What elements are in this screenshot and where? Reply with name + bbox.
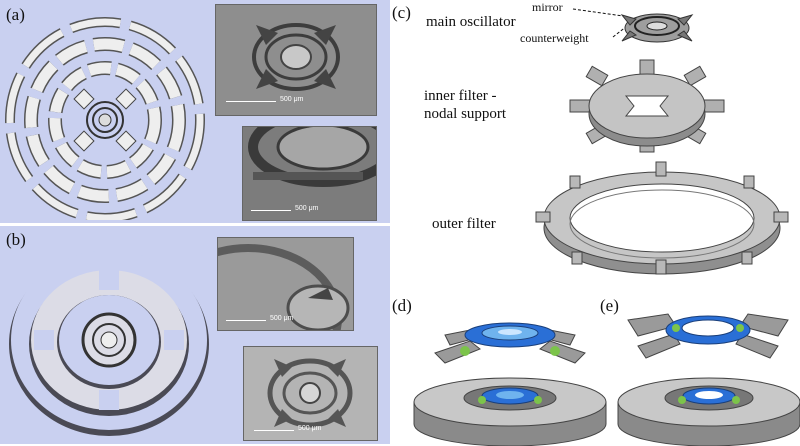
scale-label: 500 μm [280,96,304,103]
scale-bar [254,430,294,431]
main-oscillator-label: main oscillator [426,14,516,30]
scale-label: 500 μm [298,425,322,432]
scale-bar [226,101,276,102]
sem-image-a-bottom: 500 μm [242,126,377,221]
panel-d-label: (d) [392,296,412,315]
panel-a-label: (a) [6,5,25,24]
sem-image-b-bottom: 500 μm [243,346,378,441]
scale-label: 500 μm [270,315,294,322]
inner-filter-label-line1: inner filter - [424,88,497,104]
panel-e-mode-shape-full-device [617,377,800,446]
panel-d-mode-shape-full-device [413,377,607,446]
leader-lines [572,8,628,38]
panel-d-mode-shape-oscillator [434,322,586,364]
sem-image-b-top: 500 μm [217,237,354,331]
outer-filter-part [535,161,789,275]
scale-bar [251,210,291,211]
panel-e-label: (e) [600,296,619,315]
counterweight-label: counterweight [520,31,589,45]
mirror-label: mirror [532,0,563,14]
scale-bar [226,320,266,321]
inner-filter-part [569,59,725,153]
panel-e-mode-shape-oscillator [627,313,789,359]
panel-b-label: (b) [6,230,26,249]
panel-a-device-top-view [5,17,205,220]
panel-b-device-perspective-view [9,250,209,436]
main-oscillator-part [620,13,694,43]
scale-label: 500 μm [295,205,319,212]
sem-image-a-top: 500 μm [215,4,377,116]
panel-c-label: (c) [392,3,411,22]
inner-filter-label-line2: nodal support [424,106,507,122]
outer-filter-label: outer filter [432,216,496,232]
